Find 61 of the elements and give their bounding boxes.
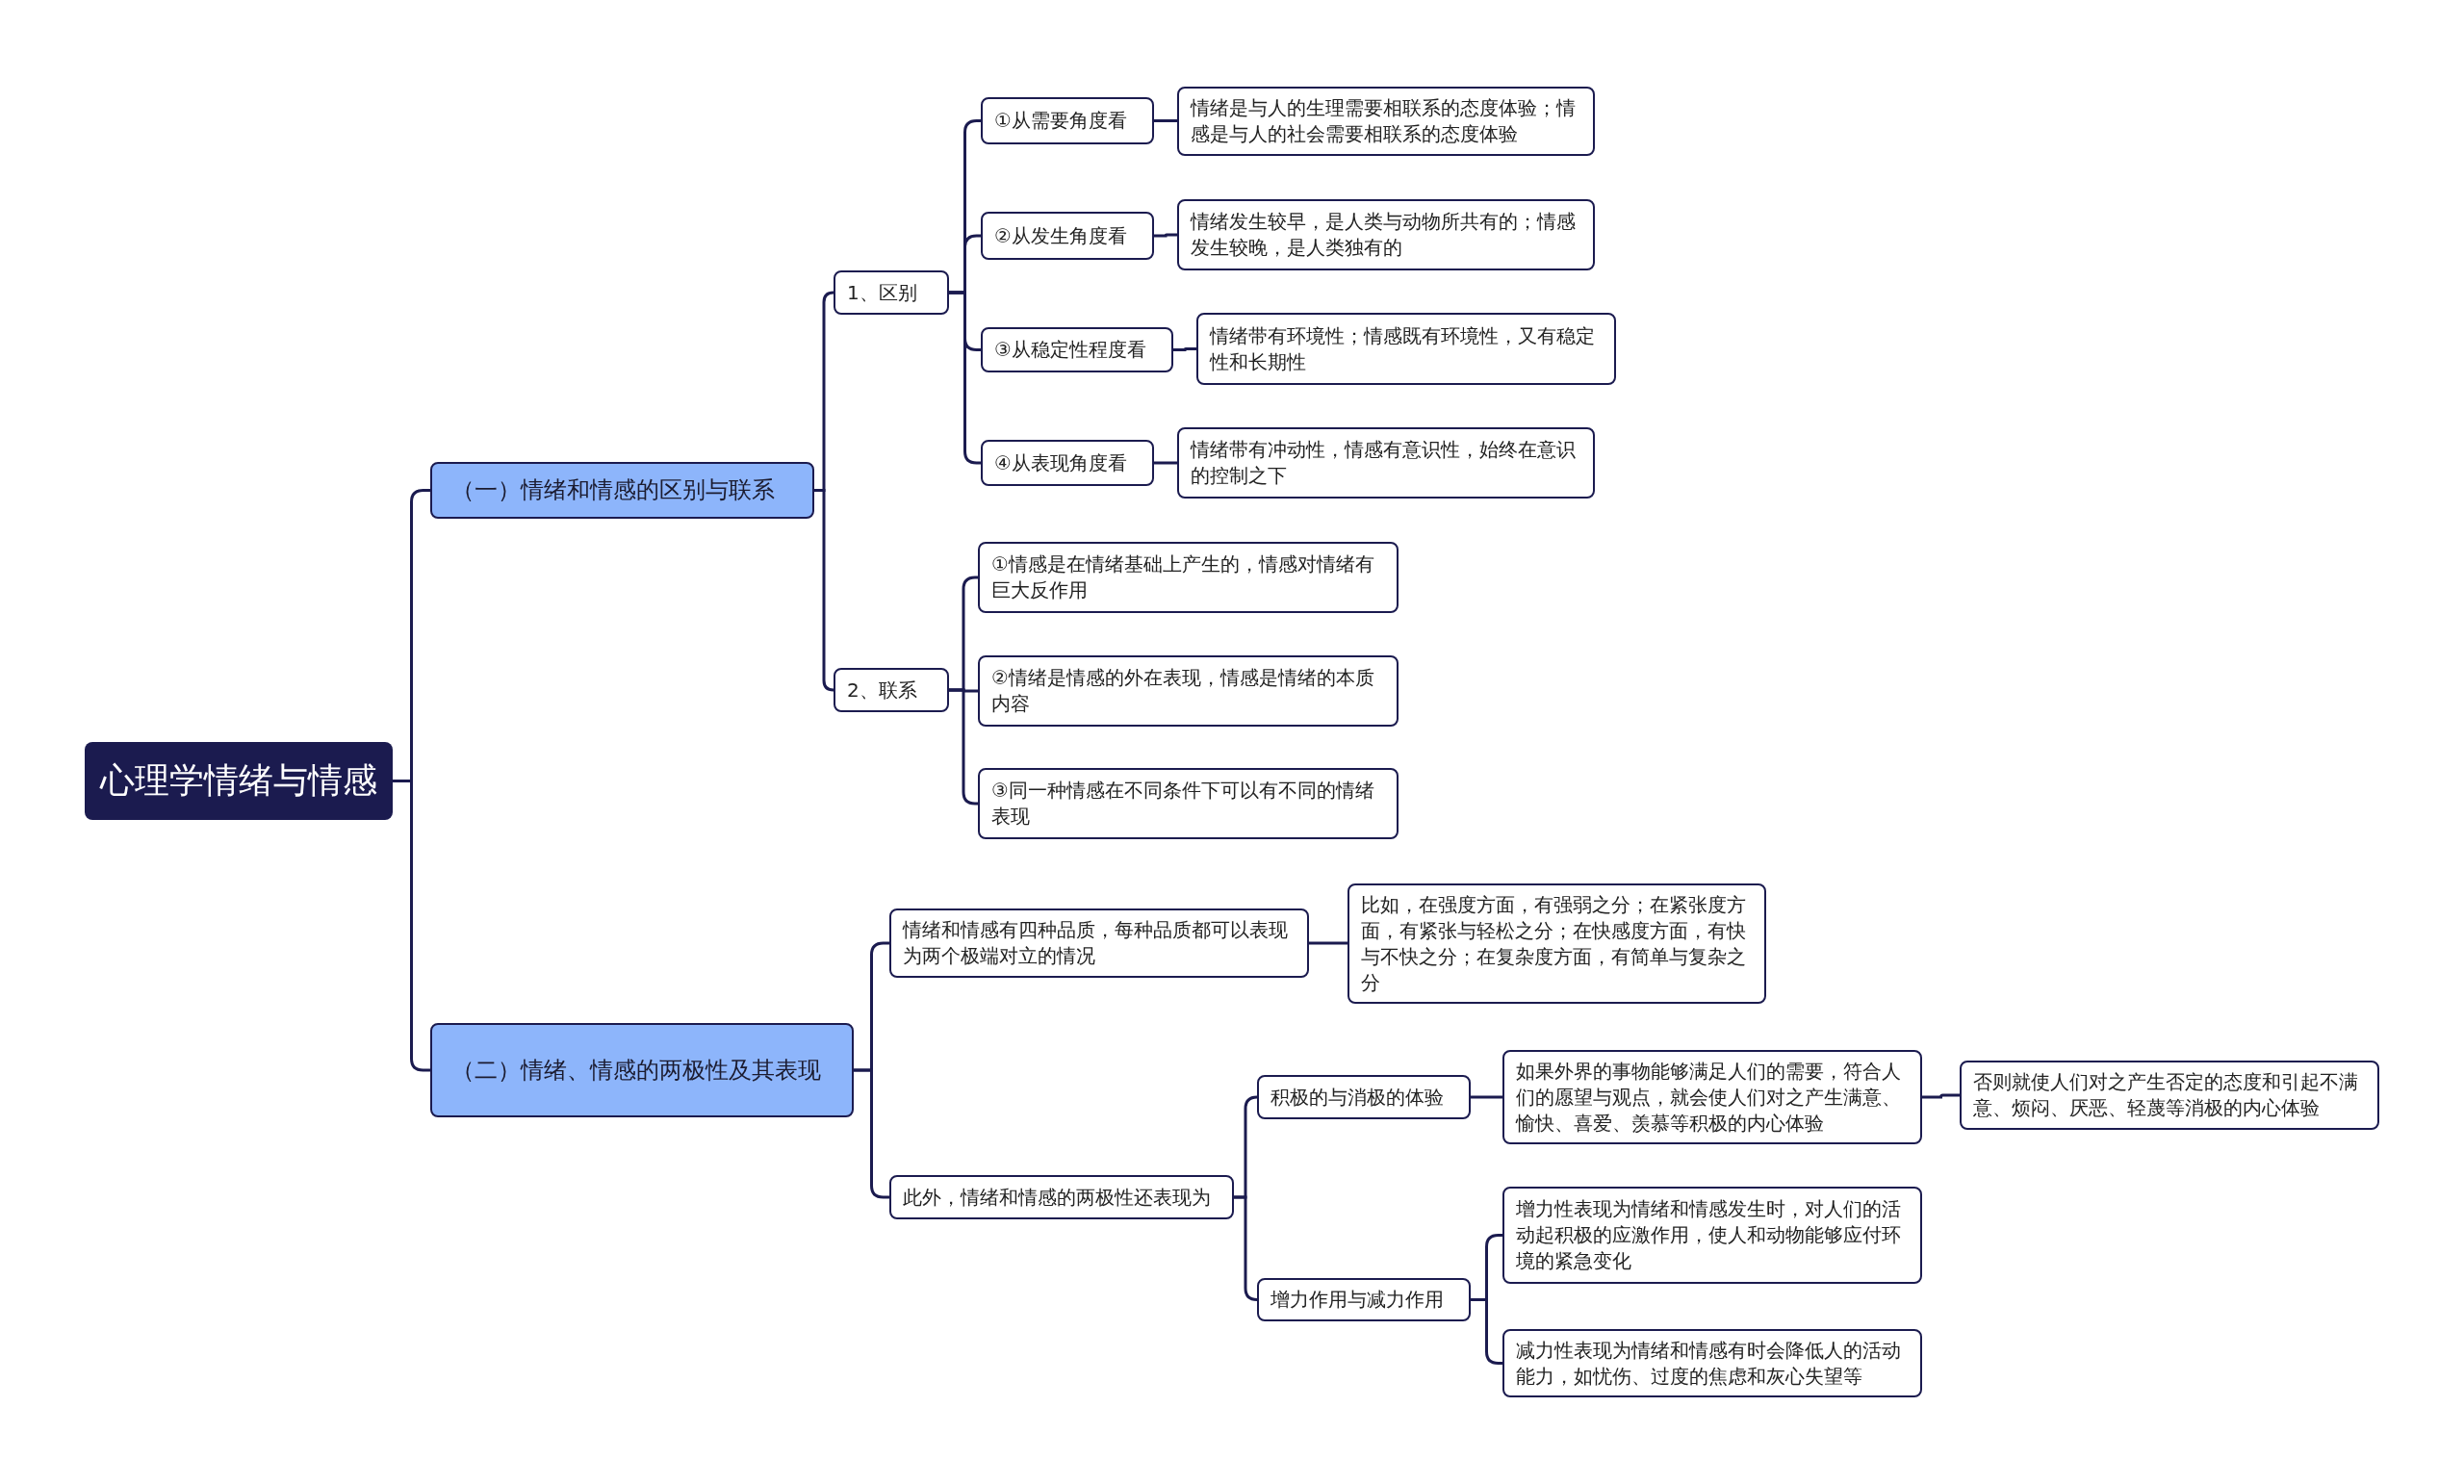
topic-text: （一）情绪和情感的区别与联系 [451, 475, 776, 506]
connector-line [1234, 1195, 1259, 1301]
branch-topic-box [430, 462, 814, 519]
connector-line [1922, 1093, 1960, 1099]
subtopic-box [889, 908, 1309, 978]
topic-text: ②情绪是情感的外在表现，情感是情绪的本质内容 [991, 665, 1375, 717]
topic-text: ①从需要角度看 [994, 108, 1128, 134]
connector-line [854, 1068, 889, 1199]
topic-text: 此外，情绪和情感的两极性还表现为 [903, 1184, 1212, 1211]
connector-line [1154, 233, 1177, 238]
subtopic-box [1502, 1187, 1922, 1284]
connector-line [1471, 1095, 1502, 1099]
subtopic-box [978, 768, 1399, 839]
connector-line [393, 780, 430, 1072]
topic-text: 积极的与消极的体验 [1270, 1084, 1445, 1111]
topic-text: 情绪带有冲动性，情感有意识性，始终在意识的控制之下 [1191, 437, 1577, 489]
topic-text: 比如，在强度方面，有强弱之分；在紧张度方面，有紧张与轻松之分；在快感度方面，有快与不快之分；在复杂度方面，有简单与复杂之分 [1361, 891, 1747, 996]
subtopic-box [1177, 87, 1595, 156]
connector-line [1309, 941, 1348, 945]
topic-text: ③从稳定性程度看 [994, 337, 1147, 363]
subtopic-box [1177, 427, 1595, 499]
topic-text: ②从发生角度看 [994, 222, 1128, 249]
topic-text: 心理学情绪与情感 [100, 759, 377, 803]
topic-text: ④从表现角度看 [994, 449, 1128, 476]
topic-text: （二）情绪、情感的两极性及其表现 [451, 1055, 822, 1086]
subtopic-box [978, 542, 1399, 613]
subtopic-box [1348, 883, 1766, 1004]
branch-topic-box [430, 1023, 854, 1117]
subtopic-box [1196, 313, 1616, 385]
subtopic-box [1257, 1278, 1471, 1321]
topic-text: 情绪带有环境性；情感既有环境性，又有稳定性和长期性 [1210, 322, 1596, 375]
connector-line [1154, 461, 1177, 465]
topic-text: 情绪是与人的生理需要相联系的态度体验；情感是与人的社会需要相联系的态度体验 [1191, 95, 1577, 147]
subtopic-box [978, 655, 1399, 727]
topic-text: 情绪和情感有四种品质，每种品质都可以表现为两个极端对立的情况 [903, 917, 1289, 969]
connector-line [814, 489, 835, 692]
subtopic-box [1502, 1329, 1922, 1397]
topic-text: 增力性表现为情绪和情感发生时，对人们的活动起积极的应激作用，使人和动物能够应付环境的紧急变化 [1516, 1196, 1902, 1274]
subtopic-box [1177, 199, 1595, 270]
subtopic-box [981, 212, 1154, 260]
subtopic-box [981, 440, 1154, 486]
subtopic-box [1960, 1061, 2379, 1130]
topic-text: 增力作用与减力作用 [1270, 1287, 1445, 1313]
connector-line [1154, 119, 1177, 122]
subtopic-box [889, 1175, 1234, 1219]
topic-text: ③同一种情感在不同条件下可以有不同的情绪表现 [991, 778, 1375, 830]
subtopic-box [981, 327, 1173, 372]
topic-text: 如果外界的事物能够满足人们的需要，符合人们的愿望与观点，就会使人们对之产生满意、愉快、喜爱、羡慕等积极的内心体验 [1516, 1058, 1902, 1137]
subtopic-box [834, 668, 949, 712]
subtopic-box [834, 270, 949, 315]
topic-text: 否则就使人们对之产生否定的态度和引起不满意、烦闷、厌恶、轻蔑等消极的内心体验 [1973, 1069, 2359, 1121]
topic-text: 1、区别 [847, 279, 918, 306]
subtopic-box [1257, 1075, 1471, 1119]
subtopic-box [981, 97, 1154, 144]
root-topic-box [85, 742, 393, 820]
subtopic-box [1502, 1050, 1922, 1144]
topic-text: 2、联系 [847, 677, 918, 704]
topic-text: 情绪发生较早，是人类与动物所共有的；情感发生较晚，是人类独有的 [1191, 209, 1577, 261]
topic-text: 减力性表现为情绪和情感有时会降低人的活动能力，如忧伤、过度的焦虑和灰心失望等 [1516, 1337, 1902, 1390]
connector-line [1173, 347, 1196, 351]
topic-text: ①情感是在情绪基础上产生的，情感对情绪有巨大反作用 [991, 551, 1375, 603]
